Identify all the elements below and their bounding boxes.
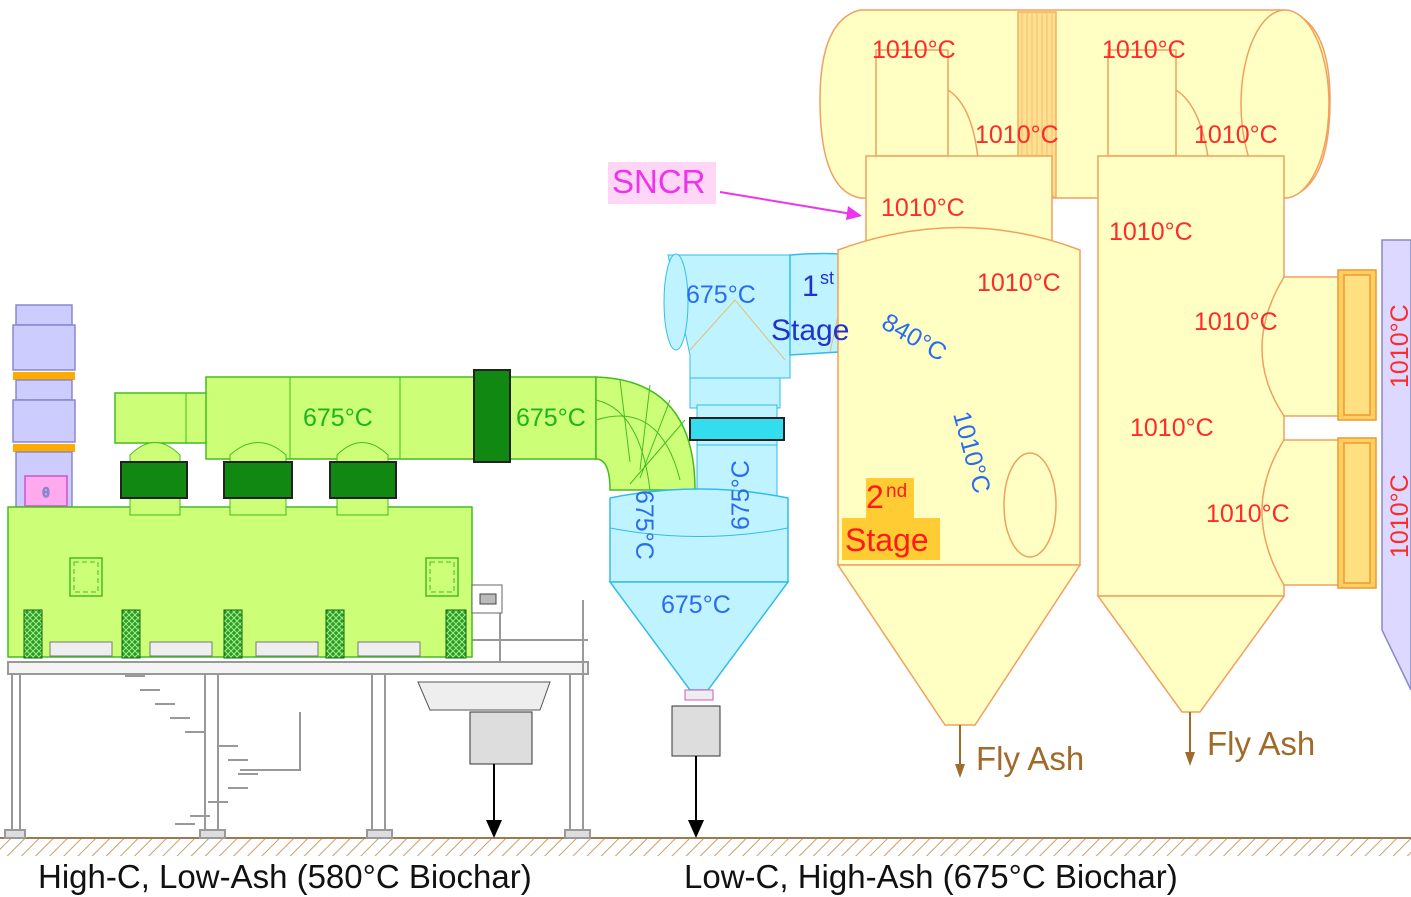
output-label-left: High-C, Low-Ash (580°C Biochar) [38, 858, 532, 895]
temp-cyclone-pipe: 675°C [727, 460, 755, 530]
exhaust-stack: θ [13, 305, 75, 507]
temp-drum-mid-left: 1010°C [975, 121, 1059, 149]
temp-kiln-duct-2: 675°C [516, 404, 586, 432]
temp-sncr-zone: 1010°C [881, 194, 965, 222]
temp-right-chamber-upper: 1010°C [1194, 308, 1278, 336]
sncr-arrow [720, 192, 862, 220]
stage1-superscript: st [820, 268, 834, 288]
stage1-word: Stage [771, 314, 849, 347]
temp-cyclone-cone: 675°C [661, 591, 731, 619]
temp-left-chamber: 1010°C [977, 269, 1061, 297]
temp-kiln-duct-1: 675°C [303, 404, 373, 432]
stage2-number: 2 [866, 479, 884, 515]
temp-outlet-upper: 1010°C [1386, 304, 1411, 388]
output-label-right: Low-C, High-Ash (675°C Biochar) [684, 858, 1178, 895]
temp-right-chamber-top: 1010°C [1109, 218, 1193, 246]
sncr-label: SNCR [612, 163, 706, 200]
thermal-oxidizer [820, 10, 1376, 778]
stage2-word: Stage [845, 522, 929, 558]
temp-drum-mid-right: 1010°C [1194, 121, 1278, 149]
temp-cyclone-top: 675°C [686, 281, 756, 309]
temp-drum-right: 1010°C [1102, 36, 1186, 64]
temp-drum-left: 1010°C [872, 36, 956, 64]
stage1-number: 1 [802, 270, 819, 303]
stage2-superscript: nd [886, 481, 907, 502]
kiln-connectors [121, 443, 396, 516]
temp-cyclone-body-left: 675°C [630, 490, 658, 560]
fly-ash-label-right: Fly Ash [1207, 725, 1315, 762]
ground [0, 838, 1411, 856]
temp-right-chamber-lower: 1010°C [1206, 500, 1290, 528]
pyrolysis-kiln [8, 370, 695, 838]
svg-text:θ: θ [42, 485, 49, 500]
fly-ash-label-left: Fly Ash [976, 740, 1084, 777]
temp-right-chamber-mid: 1010°C [1130, 414, 1214, 442]
temp-outlet-lower: 1010°C [1386, 474, 1411, 558]
